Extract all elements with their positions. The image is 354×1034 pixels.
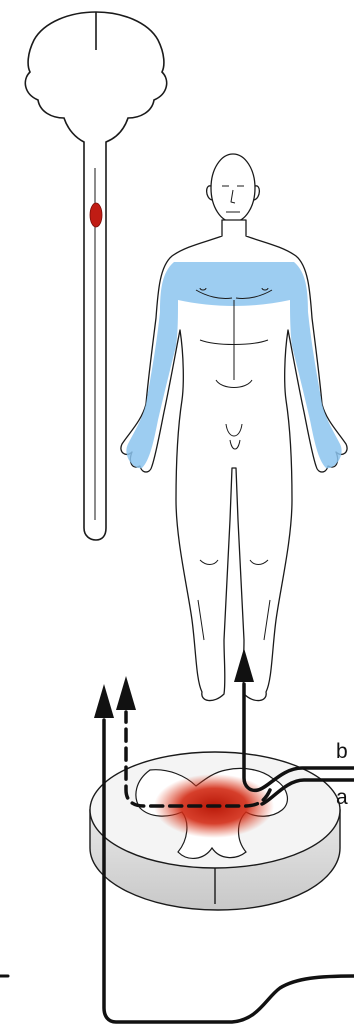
arrow-up-left [94,684,114,718]
arrowheads [94,648,254,718]
arrow-up-dashed [116,676,136,710]
label-a: a [336,786,348,809]
human-figure-icon [121,154,347,701]
syrinx-lesion-small [90,203,102,227]
label-b: b [336,740,348,763]
